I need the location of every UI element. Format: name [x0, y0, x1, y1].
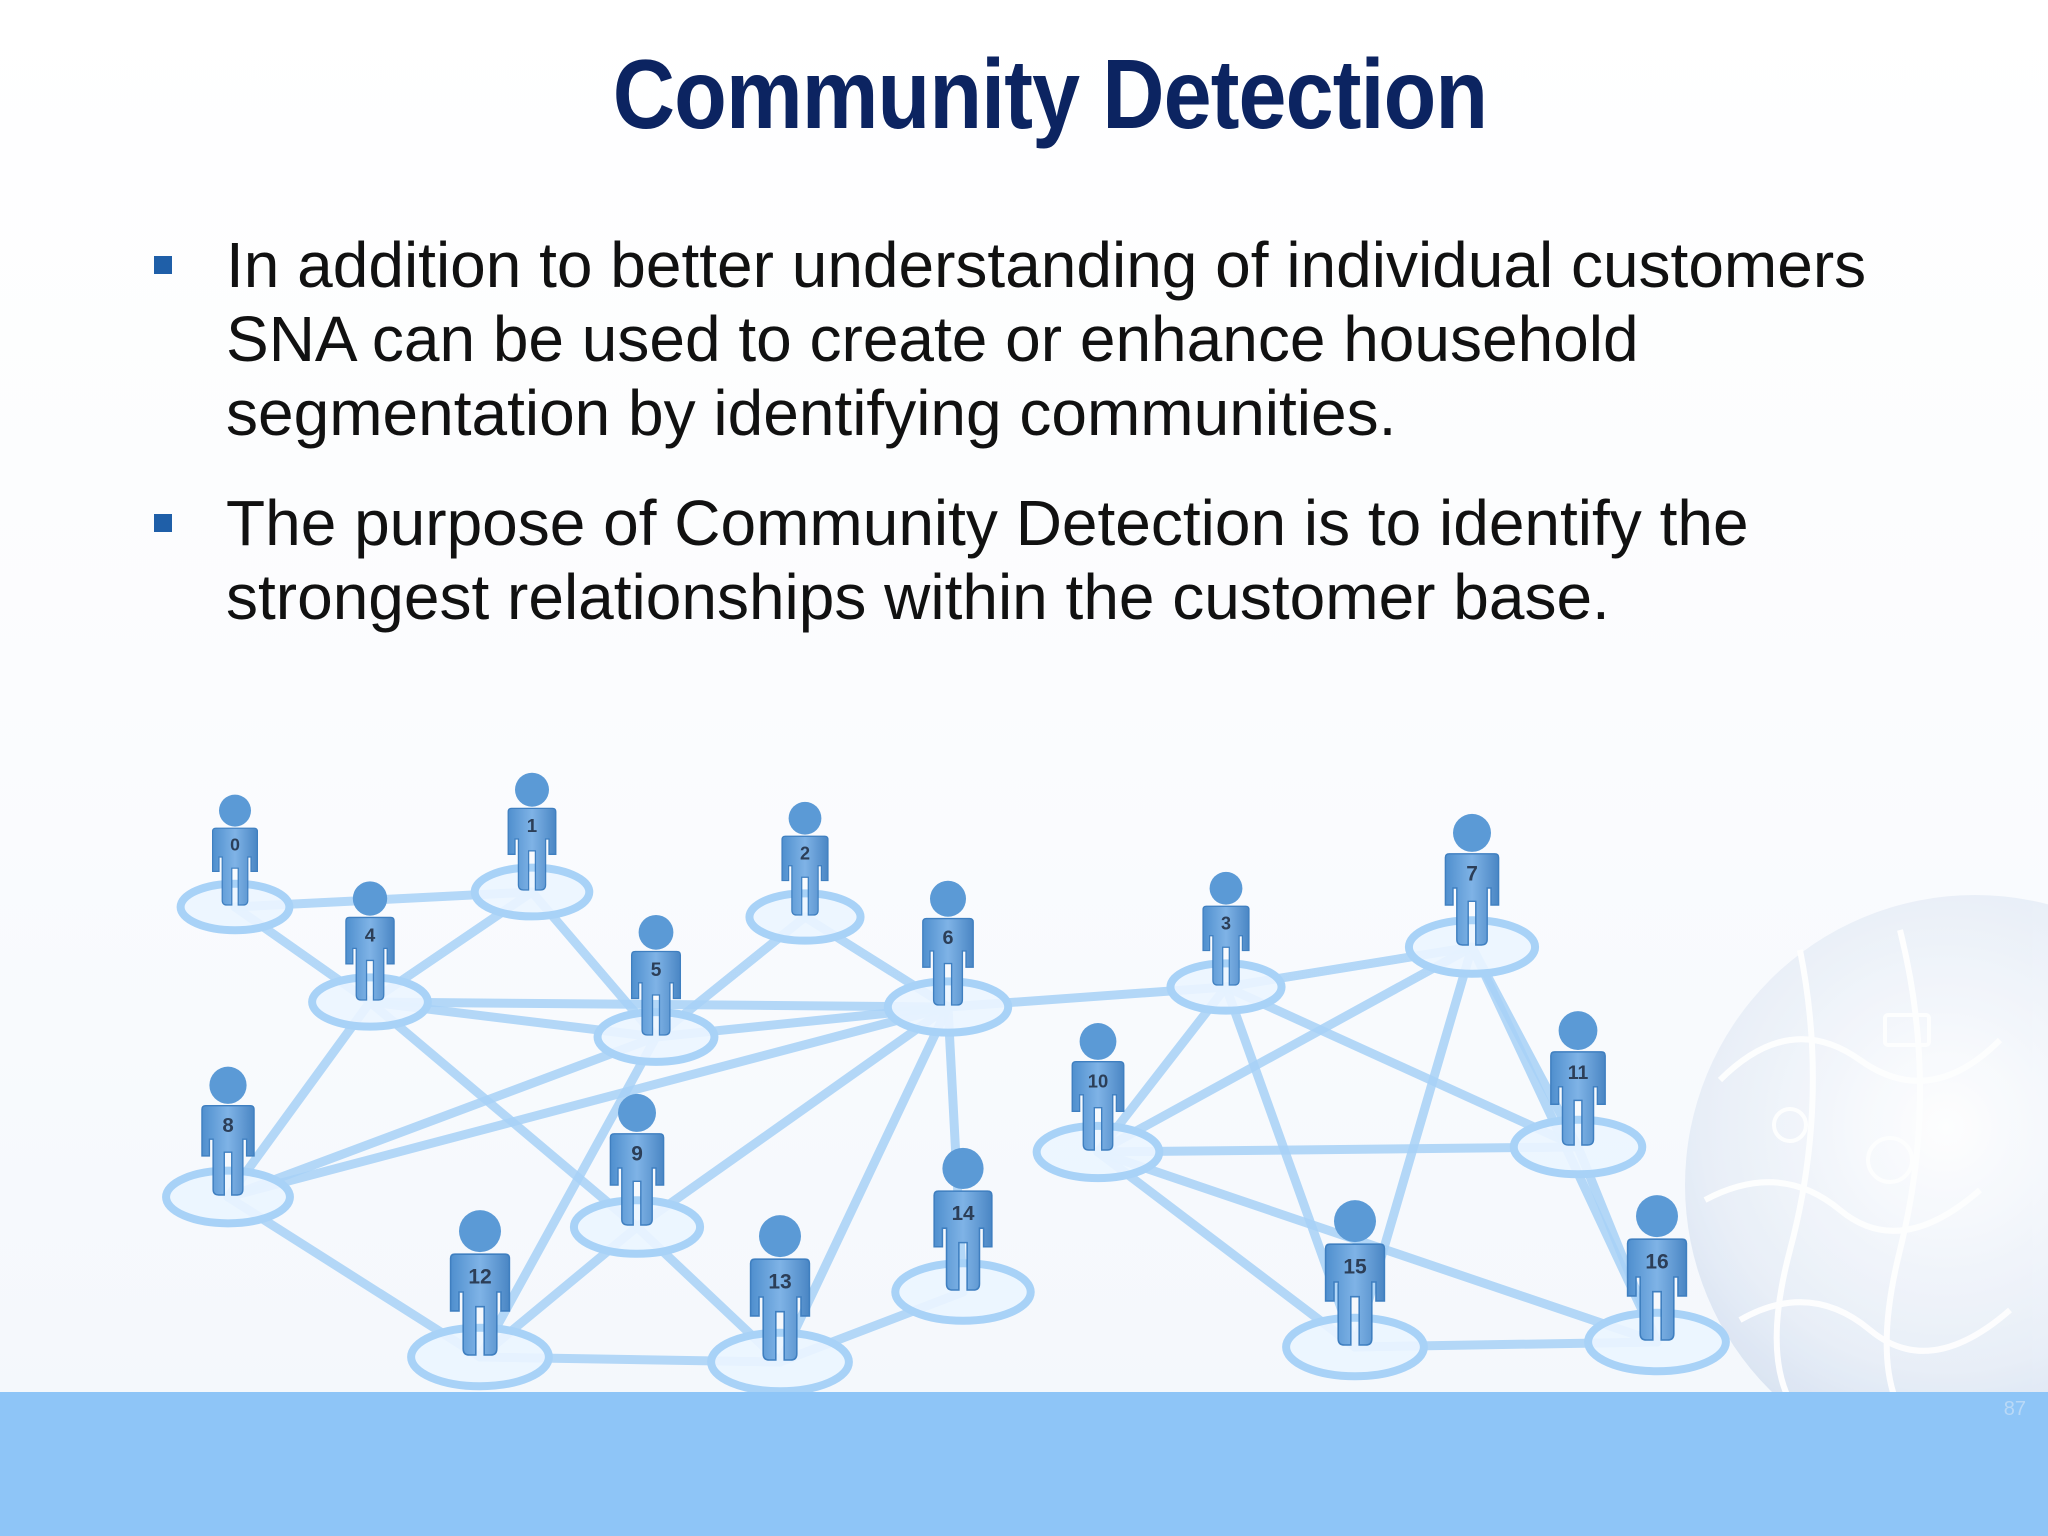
person-label: 5 — [651, 960, 662, 981]
person-ring — [891, 1259, 1035, 1325]
person-label: 7 — [1466, 862, 1478, 885]
person-icon: 2 — [781, 801, 829, 916]
person-label: 12 — [468, 1266, 491, 1289]
person-ring — [745, 889, 865, 945]
person-ring — [593, 1008, 719, 1066]
person-ring — [470, 863, 594, 921]
person-label: 1 — [527, 815, 537, 836]
relationship-link — [223, 997, 375, 1202]
person-ring — [707, 1328, 853, 1396]
person-icon: 9 — [609, 1093, 665, 1226]
person-ring — [1032, 1121, 1164, 1183]
person-label: 11 — [1568, 1062, 1589, 1084]
slide-title: Community Detection — [612, 39, 1488, 149]
person-rings — [162, 863, 1730, 1396]
person-label: 15 — [1343, 1256, 1367, 1279]
person-label: 14 — [952, 1202, 975, 1225]
globe-icon — [1685, 895, 2048, 1475]
person-icon: 5 — [630, 914, 682, 1036]
person-icon: 7 — [1444, 813, 1500, 946]
person-label: 0 — [230, 835, 240, 855]
person-icon: 1 — [507, 772, 557, 891]
person-ring — [308, 973, 432, 1031]
relationship-link — [223, 1032, 661, 1202]
person-label: 16 — [1645, 1251, 1668, 1274]
person-icon: 10 — [1071, 1023, 1125, 1151]
person-icon: 13 — [749, 1215, 811, 1361]
person-ring — [407, 1323, 553, 1391]
bullet-text: The purpose of Community Detection is to… — [226, 487, 1749, 633]
relationship-link — [1221, 982, 1583, 1152]
person-icon: 11 — [1550, 1011, 1606, 1146]
person-ring — [1166, 959, 1286, 1015]
person-label: 8 — [222, 1114, 233, 1137]
person-label: 4 — [365, 926, 376, 947]
person-icon: 15 — [1324, 1200, 1386, 1346]
bullet-marker-icon — [154, 514, 172, 532]
person-label: 9 — [631, 1142, 643, 1165]
person-label: 2 — [800, 843, 810, 863]
relationship-link — [365, 997, 642, 1232]
bullet-marker-icon — [154, 256, 172, 274]
person-icon: 6 — [922, 880, 974, 1006]
person-ring — [569, 1196, 705, 1258]
person-icon: 4 — [345, 881, 395, 1001]
relationship-link — [1093, 1142, 1583, 1157]
relationship-link — [223, 1002, 953, 1202]
person-ring — [176, 879, 294, 935]
person-icon: 3 — [1202, 871, 1250, 986]
person-icon: 12 — [449, 1210, 511, 1356]
person-icon: 16 — [1626, 1195, 1688, 1341]
person-icon: 0 — [211, 794, 259, 906]
bullet-item: In addition to better understanding of i… — [150, 228, 1990, 450]
person-ring — [162, 1166, 294, 1228]
person-label: 3 — [1221, 913, 1231, 933]
person-label: 6 — [942, 927, 953, 949]
person-ring — [1584, 1308, 1730, 1376]
relationship-link — [1093, 942, 1477, 1157]
bullet-list: In addition to better understanding of i… — [150, 228, 1990, 670]
person-label: 10 — [1088, 1070, 1108, 1091]
person-ring — [1282, 1313, 1428, 1381]
person-ring — [1404, 916, 1540, 978]
bullet-item: The purpose of Community Detection is to… — [150, 486, 1990, 634]
person-icon: 14 — [933, 1147, 993, 1291]
relationship-link — [632, 1002, 953, 1232]
person-ring — [883, 977, 1013, 1037]
relationship-link — [1093, 1147, 1360, 1352]
person-icon: 8 — [201, 1066, 255, 1196]
page-number: 87 — [2003, 1398, 2026, 1420]
person-ring — [1509, 1115, 1647, 1179]
footer-band — [0, 1392, 2048, 1536]
bullet-text: In addition to better understanding of i… — [226, 229, 1867, 449]
person-label: 13 — [768, 1271, 791, 1294]
